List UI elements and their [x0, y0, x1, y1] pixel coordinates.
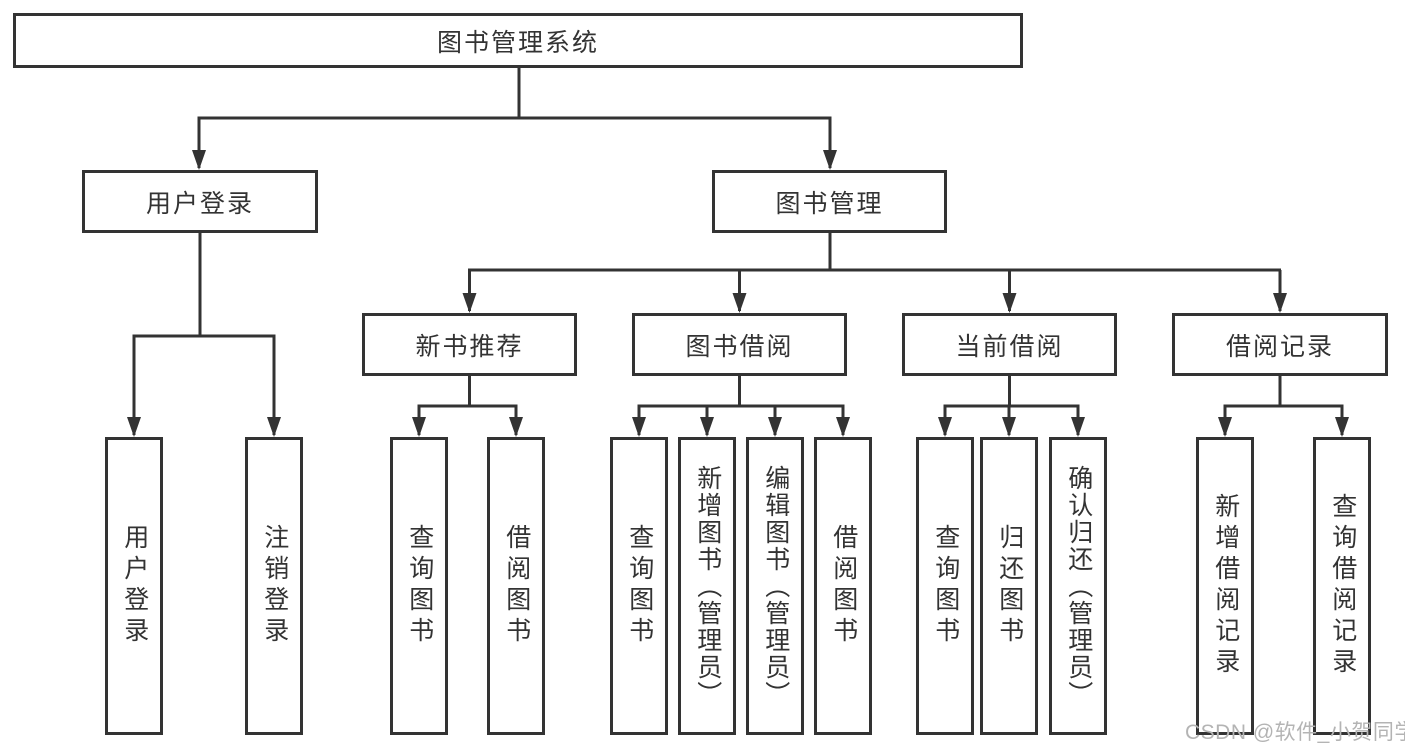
- leaf-confirm-return-admin: 确认归还（管理员）: [1049, 437, 1107, 735]
- leaf-label: 查询图书: [405, 524, 434, 648]
- leaf-label: 归还图书: [995, 524, 1024, 648]
- node-label: 当前借阅: [955, 332, 1064, 361]
- leaf-logout-login: 注销登录: [245, 437, 303, 735]
- node-book-management: 图书管理: [712, 170, 947, 233]
- node-label: 用户登录: [145, 189, 254, 218]
- node-label: 新书推荐: [415, 332, 524, 361]
- node-library-management-system: 图书管理系统: [13, 13, 1023, 68]
- leaf-add-borrow-record: 新增借阅记录: [1196, 437, 1254, 735]
- node-label: 图书管理: [775, 189, 884, 218]
- node-current-borrow: 当前借阅: [902, 313, 1117, 376]
- node-label: 图书借阅: [685, 332, 794, 361]
- node-label: 图书管理系统: [436, 28, 599, 57]
- leaf-query-books-3: 查询图书: [916, 437, 974, 735]
- leaf-borrow-books-2: 借阅图书: [814, 437, 872, 735]
- leaf-user-login: 用户登录: [105, 437, 163, 735]
- leaf-label: 用户登录: [120, 524, 149, 648]
- leaf-add-books-admin: 新增图书（管理员）: [678, 437, 736, 735]
- leaf-label: 借阅图书: [502, 524, 531, 648]
- leaf-label: 编辑图书（管理员）: [761, 464, 790, 708]
- leaf-query-borrow-record: 查询借阅记录: [1313, 437, 1371, 735]
- leaf-query-books-2: 查询图书: [610, 437, 668, 735]
- leaf-label: 查询图书: [625, 524, 654, 648]
- node-user-login: 用户登录: [82, 170, 318, 233]
- leaf-label: 注销登录: [260, 524, 289, 648]
- leaf-label: 新增借阅记录: [1211, 493, 1240, 679]
- node-label: 借阅记录: [1225, 332, 1334, 361]
- leaf-label: 借阅图书: [829, 524, 858, 648]
- leaf-label: 查询图书: [931, 524, 960, 648]
- node-new-book-recommend: 新书推荐: [362, 313, 577, 376]
- leaf-label: 确认归还（管理员）: [1064, 464, 1093, 708]
- leaf-borrow-books-1: 借阅图书: [487, 437, 545, 735]
- leaf-query-books-1: 查询图书: [390, 437, 448, 735]
- leaf-label: 新增图书（管理员）: [693, 464, 722, 708]
- node-book-borrow: 图书借阅: [632, 313, 847, 376]
- leaf-edit-books-admin: 编辑图书（管理员）: [746, 437, 804, 735]
- leaf-return-books: 归还图书: [980, 437, 1038, 735]
- leaf-label: 查询借阅记录: [1328, 493, 1357, 679]
- node-borrow-records: 借阅记录: [1172, 313, 1388, 376]
- csdn-watermark: CSDN @软件_小贺同学: [1185, 721, 1405, 744]
